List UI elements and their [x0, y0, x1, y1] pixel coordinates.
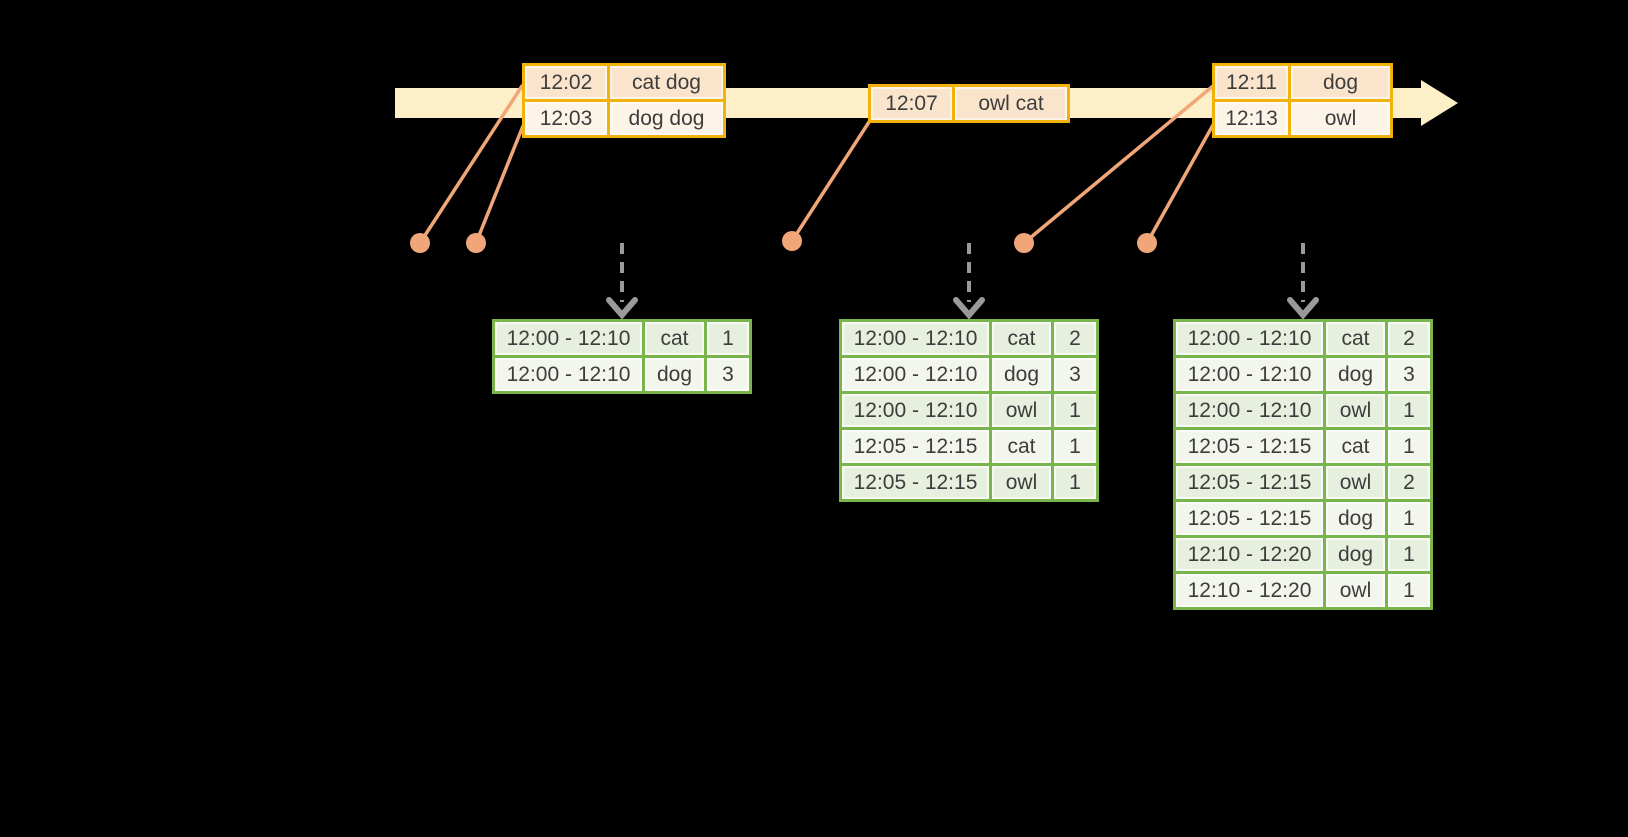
table-cell: dog: [1323, 499, 1388, 538]
event-connector-line: [790, 120, 871, 243]
table-cell: 1: [704, 319, 752, 358]
trigger-arrowhead-icon: [606, 297, 638, 320]
table-cell: 12:00 - 12:10: [1173, 391, 1326, 430]
table-cell: owl cat: [952, 84, 1070, 123]
table-cell: owl: [989, 391, 1054, 430]
table-cell: owl: [1323, 391, 1388, 430]
table-cell: cat: [1323, 319, 1388, 358]
table-cell: 12:11: [1212, 63, 1291, 102]
trigger-arrow: [606, 243, 638, 320]
table-cell: 1: [1385, 427, 1433, 466]
event-dot: [782, 231, 802, 251]
table-cell: 1: [1385, 499, 1433, 538]
timeline-arrowhead-icon: [1421, 80, 1458, 126]
table-cell: 12:10 - 12:20: [1173, 571, 1326, 610]
table-cell: dog dog: [607, 99, 726, 138]
table-cell: cat: [989, 427, 1054, 466]
table-cell: 12:05 - 12:15: [1173, 499, 1326, 538]
table-cell: 1: [1385, 535, 1433, 574]
table-cell: 12:07: [868, 84, 955, 123]
table-cell: 12:00 - 12:10: [1173, 355, 1326, 394]
table-cell: 1: [1385, 571, 1433, 610]
event-connector-line: [1145, 123, 1215, 245]
table-cell: owl: [989, 463, 1054, 502]
table-cell: 12:03: [522, 99, 610, 138]
table-cell: cat: [642, 319, 707, 358]
table-cell: 12:05 - 12:15: [839, 463, 992, 502]
table-cell: 1: [1051, 427, 1099, 466]
trigger-arrow: [1287, 243, 1319, 320]
table-cell: 12:00 - 12:10: [839, 355, 992, 394]
table-cell: 3: [1385, 355, 1433, 394]
table-cell: dog: [1323, 355, 1388, 394]
table-cell: owl: [1323, 571, 1388, 610]
table-cell: 3: [704, 355, 752, 394]
table-cell: 2: [1051, 319, 1099, 358]
table-cell: 12:05 - 12:15: [1173, 463, 1326, 502]
event-dot: [1014, 233, 1034, 253]
table-cell: 12:00 - 12:10: [839, 391, 992, 430]
trigger-arrow: [953, 243, 985, 320]
table-cell: 12:00 - 12:10: [839, 319, 992, 358]
table-cell: 1: [1051, 391, 1099, 430]
table-cell: 12:05 - 12:15: [1173, 427, 1326, 466]
table-cell: owl: [1288, 99, 1393, 138]
table-cell: dog: [1323, 535, 1388, 574]
event-connector-line: [1022, 84, 1215, 245]
event-connector-line: [418, 84, 524, 245]
trigger-arrowhead-icon: [953, 297, 985, 320]
table-cell: 12:00 - 12:10: [492, 319, 645, 358]
table-cell: dog: [1288, 63, 1393, 102]
table-cell: dog: [642, 355, 707, 394]
event-connector-line: [474, 124, 525, 245]
event-dot: [466, 233, 486, 253]
table-cell: cat: [1323, 427, 1388, 466]
table-cell: 2: [1385, 319, 1433, 358]
table-cell: 12:00 - 12:10: [1173, 319, 1326, 358]
event-dot: [1137, 233, 1157, 253]
table-cell: 12:02: [522, 63, 610, 102]
table-cell: 2: [1385, 463, 1433, 502]
event-dot: [410, 233, 430, 253]
table-cell: 12:10 - 12:20: [1173, 535, 1326, 574]
table-cell: 3: [1051, 355, 1099, 394]
table-cell: 12:00 - 12:10: [492, 355, 645, 394]
table-cell: cat dog: [607, 63, 726, 102]
table-cell: owl: [1323, 463, 1388, 502]
table-cell: dog: [989, 355, 1054, 394]
table-cell: 12:13: [1212, 99, 1291, 138]
table-cell: 1: [1385, 391, 1433, 430]
table-cell: cat: [989, 319, 1054, 358]
trigger-arrowhead-icon: [1287, 297, 1319, 320]
table-cell: 12:05 - 12:15: [839, 427, 992, 466]
table-cell: 1: [1051, 463, 1099, 502]
